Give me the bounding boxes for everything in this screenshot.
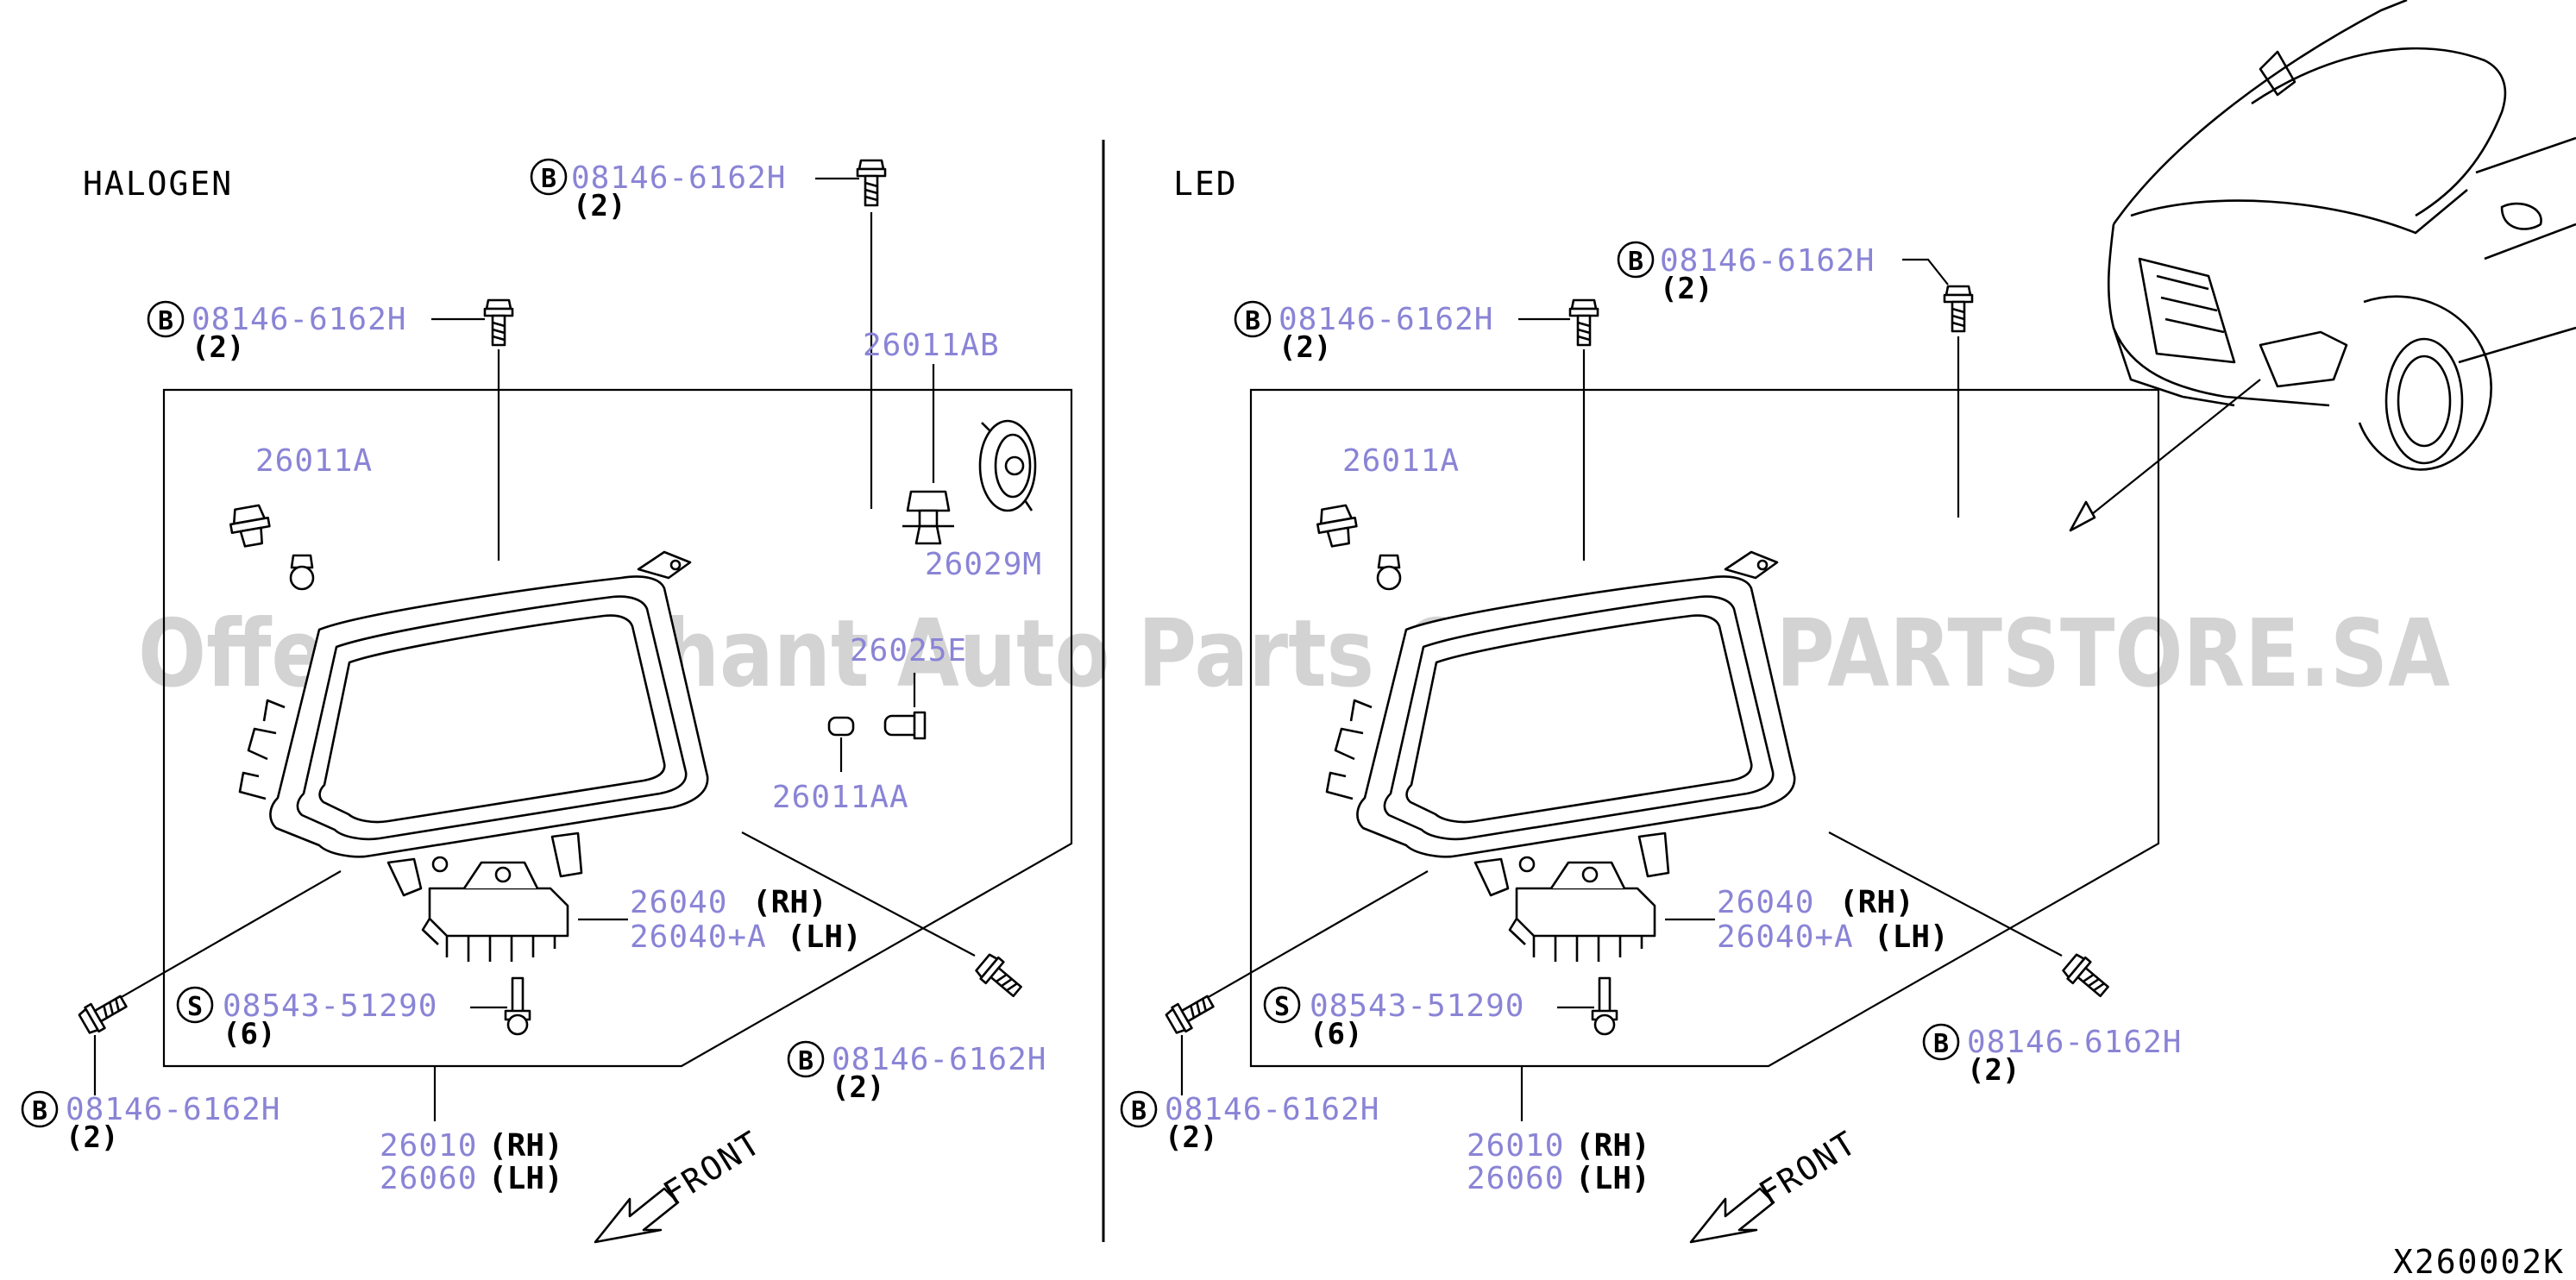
bolt-icon <box>1568 298 1599 347</box>
part-number: 26011A <box>255 443 373 479</box>
part-number: 26029M <box>925 547 1042 582</box>
quantity: (2) <box>573 189 625 223</box>
quantity: (2) <box>1660 272 1712 306</box>
side-tag: (RH) <box>1839 885 1914 920</box>
bulb-icon <box>883 711 927 740</box>
quantity: (2) <box>832 1070 884 1105</box>
badge-b-icon <box>1922 1023 1960 1061</box>
side-tag: (RH) <box>1575 1128 1650 1164</box>
side-tag: (RH) <box>752 885 827 920</box>
badge-s-label: S <box>187 992 203 1022</box>
assembly-outline <box>1249 388 2160 1068</box>
part-number: 26040 <box>1717 885 1814 920</box>
section-title-led: LED <box>1173 165 1238 203</box>
aiming-bracket <box>421 861 569 963</box>
quantity: (2) <box>1967 1053 2020 1088</box>
screw-icon <box>1591 976 1618 1036</box>
side-tag: (LH) <box>787 919 862 955</box>
badge-b-label: B <box>1933 1029 1949 1059</box>
badge-b-label: B <box>798 1046 814 1076</box>
badge-b-label: B <box>1131 1096 1147 1126</box>
part-number: 08146-6162H <box>66 1092 280 1127</box>
part-number: 08146-6162H <box>571 160 786 196</box>
badge-b-icon <box>787 1040 825 1078</box>
bolt-icon <box>1943 285 1974 333</box>
quantity: (6) <box>223 1017 275 1051</box>
part-number: 26010 <box>380 1128 477 1164</box>
badge-b-icon <box>530 158 568 196</box>
part-number: 26040+A <box>630 919 767 955</box>
bulb-icon <box>1376 554 1402 591</box>
part-number: 26011A <box>1342 443 1460 479</box>
part-number: 08146-6162H <box>832 1042 1046 1077</box>
quantity: (2) <box>1165 1120 1217 1155</box>
badge-b-icon <box>1120 1090 1158 1128</box>
diagram-code: X260002K <box>2393 1243 2565 1280</box>
front-label: FRONT <box>1752 1123 1863 1212</box>
badge-b-label: B <box>1628 247 1643 277</box>
part-number: 26040+A <box>1717 919 1854 955</box>
quantity: (2) <box>192 330 244 365</box>
quantity: (6) <box>1310 1017 1362 1051</box>
assembly-outline <box>162 388 1073 1068</box>
part-number: 08146-6162H <box>1967 1025 2182 1060</box>
quantity: (2) <box>66 1120 118 1155</box>
part-number: 26011AA <box>772 780 909 815</box>
part-number: 26040 <box>630 885 727 920</box>
badge-b-label: B <box>1245 306 1260 336</box>
screw-icon <box>504 976 531 1036</box>
part-number: 08146-6162H <box>1660 243 1875 279</box>
part-number: 08543-51290 <box>1310 988 1524 1024</box>
side-tag: (RH) <box>488 1128 563 1164</box>
part-number: 26010 <box>1467 1128 1564 1164</box>
side-tag: (LH) <box>488 1161 563 1196</box>
part-number: 08146-6162H <box>192 302 406 337</box>
front-arrow-icon <box>1689 1187 1775 1244</box>
front-arrow-icon <box>594 1187 680 1244</box>
bulb-icon <box>289 554 315 591</box>
badge-s-label: S <box>1274 992 1290 1022</box>
part-number: 26060 <box>380 1161 477 1196</box>
part-number: 26011AB <box>863 328 1000 363</box>
badge-b-label: B <box>32 1096 47 1126</box>
aiming-bracket <box>1508 861 1656 963</box>
vehicle-locator-illustration <box>2069 0 2576 532</box>
bolt-icon <box>972 951 1027 1003</box>
front-label: FRONT <box>657 1123 768 1212</box>
side-tag: (LH) <box>1874 919 1949 955</box>
badge-s-icon <box>176 986 214 1024</box>
badge-b-label: B <box>541 164 556 194</box>
quantity: (2) <box>1279 330 1331 365</box>
section-title-halogen: HALOGEN <box>83 165 233 203</box>
side-tag: (LH) <box>1575 1161 1650 1196</box>
badge-b-icon <box>21 1090 59 1128</box>
badge-s-icon <box>1263 986 1301 1024</box>
part-number: 08543-51290 <box>223 988 437 1024</box>
bulb-icon <box>902 490 954 545</box>
bolt-icon <box>483 298 514 347</box>
badge-b-icon <box>1234 300 1272 338</box>
badge-b-icon <box>147 300 185 338</box>
part-number: 08146-6162H <box>1279 302 1493 337</box>
part-number: 26060 <box>1467 1161 1564 1196</box>
part-number: 08146-6162H <box>1165 1092 1379 1127</box>
socket-icon <box>227 503 273 549</box>
part-number: 26025E <box>850 633 967 668</box>
socket-cap-icon <box>978 419 1037 512</box>
bulb-icon <box>827 716 855 737</box>
bolt-icon <box>856 159 887 207</box>
badge-b-icon <box>1617 241 1655 279</box>
led-panel: B 08146-6162H (2) B 08146-6162H (2) 2601… <box>1120 241 2182 1244</box>
socket-icon <box>1314 503 1360 549</box>
bolt-icon <box>2059 951 2114 1003</box>
badge-b-label: B <box>158 306 173 336</box>
